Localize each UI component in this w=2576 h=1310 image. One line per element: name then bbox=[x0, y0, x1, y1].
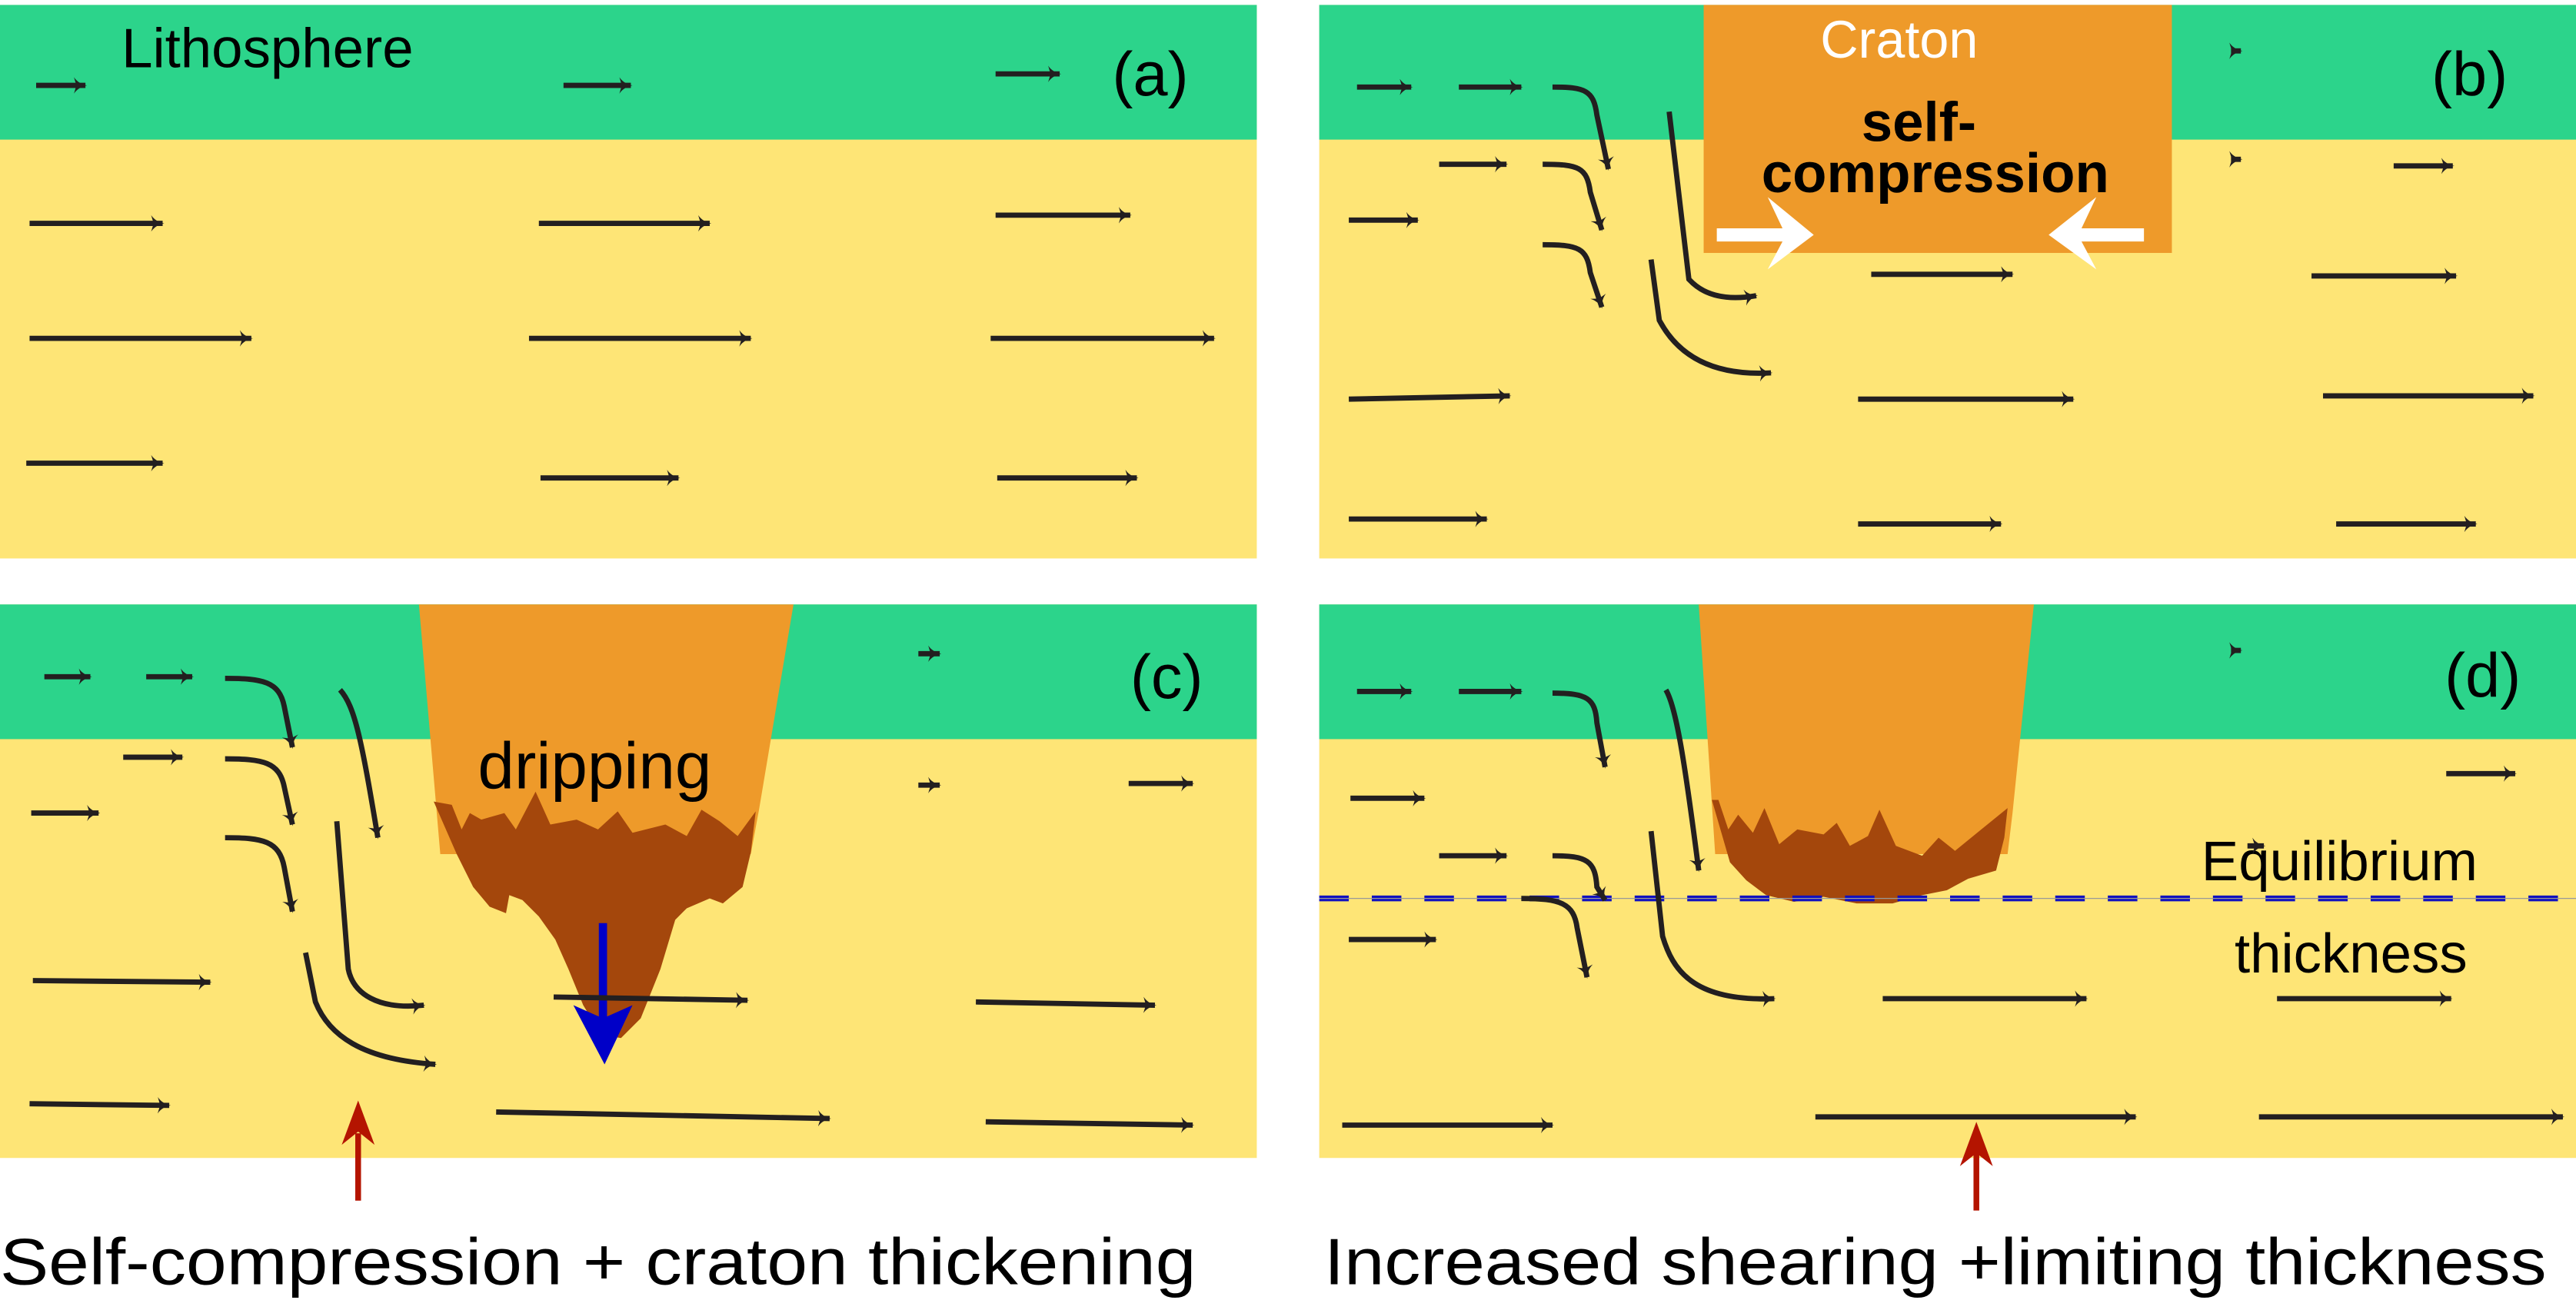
panel-b: Craton self- compression (b) bbox=[1319, 5, 2576, 559]
drip bbox=[1712, 800, 2008, 904]
panel-a: Lithosphere (a) bbox=[0, 5, 1257, 559]
drip-arrow bbox=[573, 923, 633, 1065]
panel-label-c: (c) bbox=[1130, 643, 1203, 712]
panel-label-a: (a) bbox=[1112, 40, 1188, 109]
lithosphere-label: Lithosphere bbox=[121, 18, 414, 80]
drip-arrow-head bbox=[573, 1005, 633, 1065]
caption-left: Self-compression + craton thickening bbox=[0, 1226, 1196, 1299]
indicator-arrow-d bbox=[1959, 1122, 1993, 1211]
indicator-arrow-c bbox=[341, 1100, 375, 1201]
caption-right: Increased shearing +limiting thickness bbox=[1324, 1226, 2547, 1299]
flow-arrows-d bbox=[1342, 642, 2565, 1134]
panel-d: (d) Equilibrium thickness bbox=[1319, 604, 2576, 1211]
dripping-label: dripping bbox=[478, 730, 711, 803]
panel-label-d: (d) bbox=[2445, 641, 2521, 710]
compression-arrow-right bbox=[1716, 197, 1814, 270]
panel-c: dripping (c) bbox=[0, 604, 1257, 1201]
thickness-label: thickness bbox=[2235, 923, 2468, 985]
compression-arrow-left bbox=[2048, 197, 2145, 270]
drip bbox=[434, 791, 756, 1039]
flow-arrows-b bbox=[1348, 42, 2535, 533]
panel-label-b: (b) bbox=[2431, 40, 2508, 109]
craton-root bbox=[1699, 604, 2034, 854]
self-compression-label-2: compression bbox=[1762, 142, 2109, 204]
craton-root bbox=[418, 604, 794, 854]
equilibrium-label: Equilibrium bbox=[2202, 830, 2478, 893]
flow-arrows-c bbox=[29, 645, 1195, 1133]
flow-arrows-a bbox=[26, 65, 1216, 487]
self-compression-label-1: self- bbox=[1862, 91, 1976, 154]
craton-label: Craton bbox=[1820, 11, 1978, 69]
compression-arrows bbox=[1716, 197, 2145, 270]
